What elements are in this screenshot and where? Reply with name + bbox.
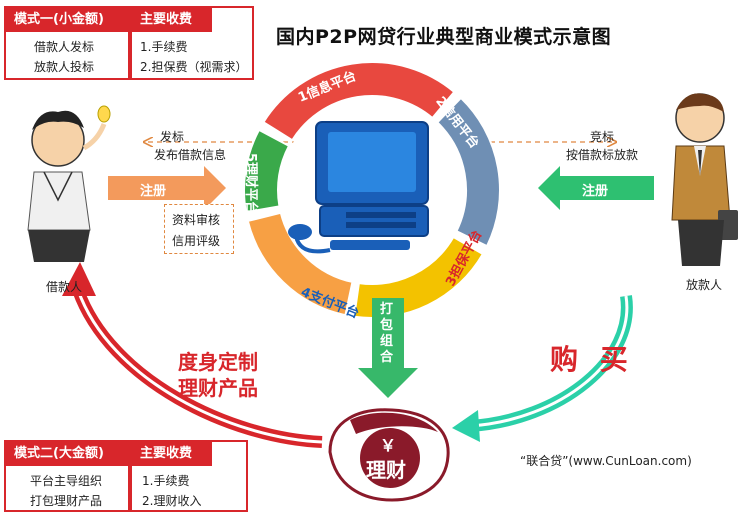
mode2-fee-box: 主要收费 1.手续费 2.理财收入 <box>130 440 248 512</box>
computer-icon <box>288 121 429 254</box>
mode1-fee-box: 主要收费 1.手续费 2.担保费（视需求） <box>130 6 254 80</box>
review-line-1: 资料审核 <box>172 213 221 227</box>
ring-segment-3 <box>353 235 485 319</box>
mode2-line-2: 打包理财产品 <box>30 494 103 508</box>
buy-label: 购 买 <box>550 343 634 376</box>
mode2-header: 模式二(大金额) <box>6 442 128 466</box>
mode1-line-2: 放款人投标 <box>34 60 95 74</box>
wealth-seal-icon <box>328 408 450 502</box>
borrower-action-top: 发标 <box>160 130 185 144</box>
borrower-person-icon <box>27 105 111 262</box>
tailored-line-1: 度身定制 <box>178 350 258 374</box>
mode1-line-1: 借款人发标 <box>34 40 95 54</box>
mode2-box: 模式二(大金额) 平台主导组织 打包理财产品 <box>4 440 130 512</box>
page-title: 国内P2P网贷行业典型商业模式示意图 <box>276 26 612 48</box>
review-line-2: 信用评级 <box>172 234 221 248</box>
mode1-fee-header: 主要收费 <box>132 8 212 32</box>
lender-register-arrow <box>538 166 654 210</box>
borrower-register-arrow <box>108 166 226 210</box>
package-down-arrow <box>358 298 418 398</box>
mode2-line-1: 平台主导组织 <box>30 474 103 488</box>
borrower-register-label: 注册 <box>140 184 167 199</box>
mode1-fee-2: 2.担保费（视需求） <box>140 60 248 74</box>
tailored-line-2: 理财产品 <box>178 376 258 400</box>
lender-action-bottom: 按借款标放款 <box>566 148 639 162</box>
lender-label: 放款人 <box>686 278 723 292</box>
seal-yen: ￥ <box>380 436 397 455</box>
review-box <box>164 204 234 254</box>
package-label: 打包组合 <box>380 302 396 366</box>
ring-segment-4 <box>246 211 354 317</box>
ring-label-5: 5理财平台 <box>243 152 259 215</box>
ring-segment-2 <box>435 96 501 248</box>
borrower-label: 借款人 <box>46 280 83 294</box>
ring-segment-1 <box>262 61 456 142</box>
lender-action-top: 竞标 <box>590 130 615 144</box>
lender-person-icon <box>671 93 738 266</box>
mode1-box: 模式一(小金额) 借款人发标 放款人投标 <box>4 6 130 80</box>
package-label-text: 打包组合 <box>380 302 394 365</box>
mode2-fee-2: 2.理财收入 <box>142 494 202 508</box>
mode1-header: 模式一(小金额) <box>6 8 128 32</box>
mode1-fee-1: 1.手续费 <box>140 40 188 54</box>
lender-register-label: 注册 <box>582 184 609 199</box>
mode2-fee-header: 主要收费 <box>132 442 212 466</box>
borrower-action-bottom: 发布借款信息 <box>154 148 227 162</box>
seal-text: 理财 <box>366 458 406 482</box>
tailored-curve-arrow <box>62 262 323 448</box>
mode2-fee-1: 1.手续费 <box>142 474 190 488</box>
buy-curve-arrow <box>452 295 633 442</box>
source-credit: “联合贷”(www.CunLoan.com) <box>520 454 692 468</box>
ring-segment-5 <box>243 128 291 214</box>
